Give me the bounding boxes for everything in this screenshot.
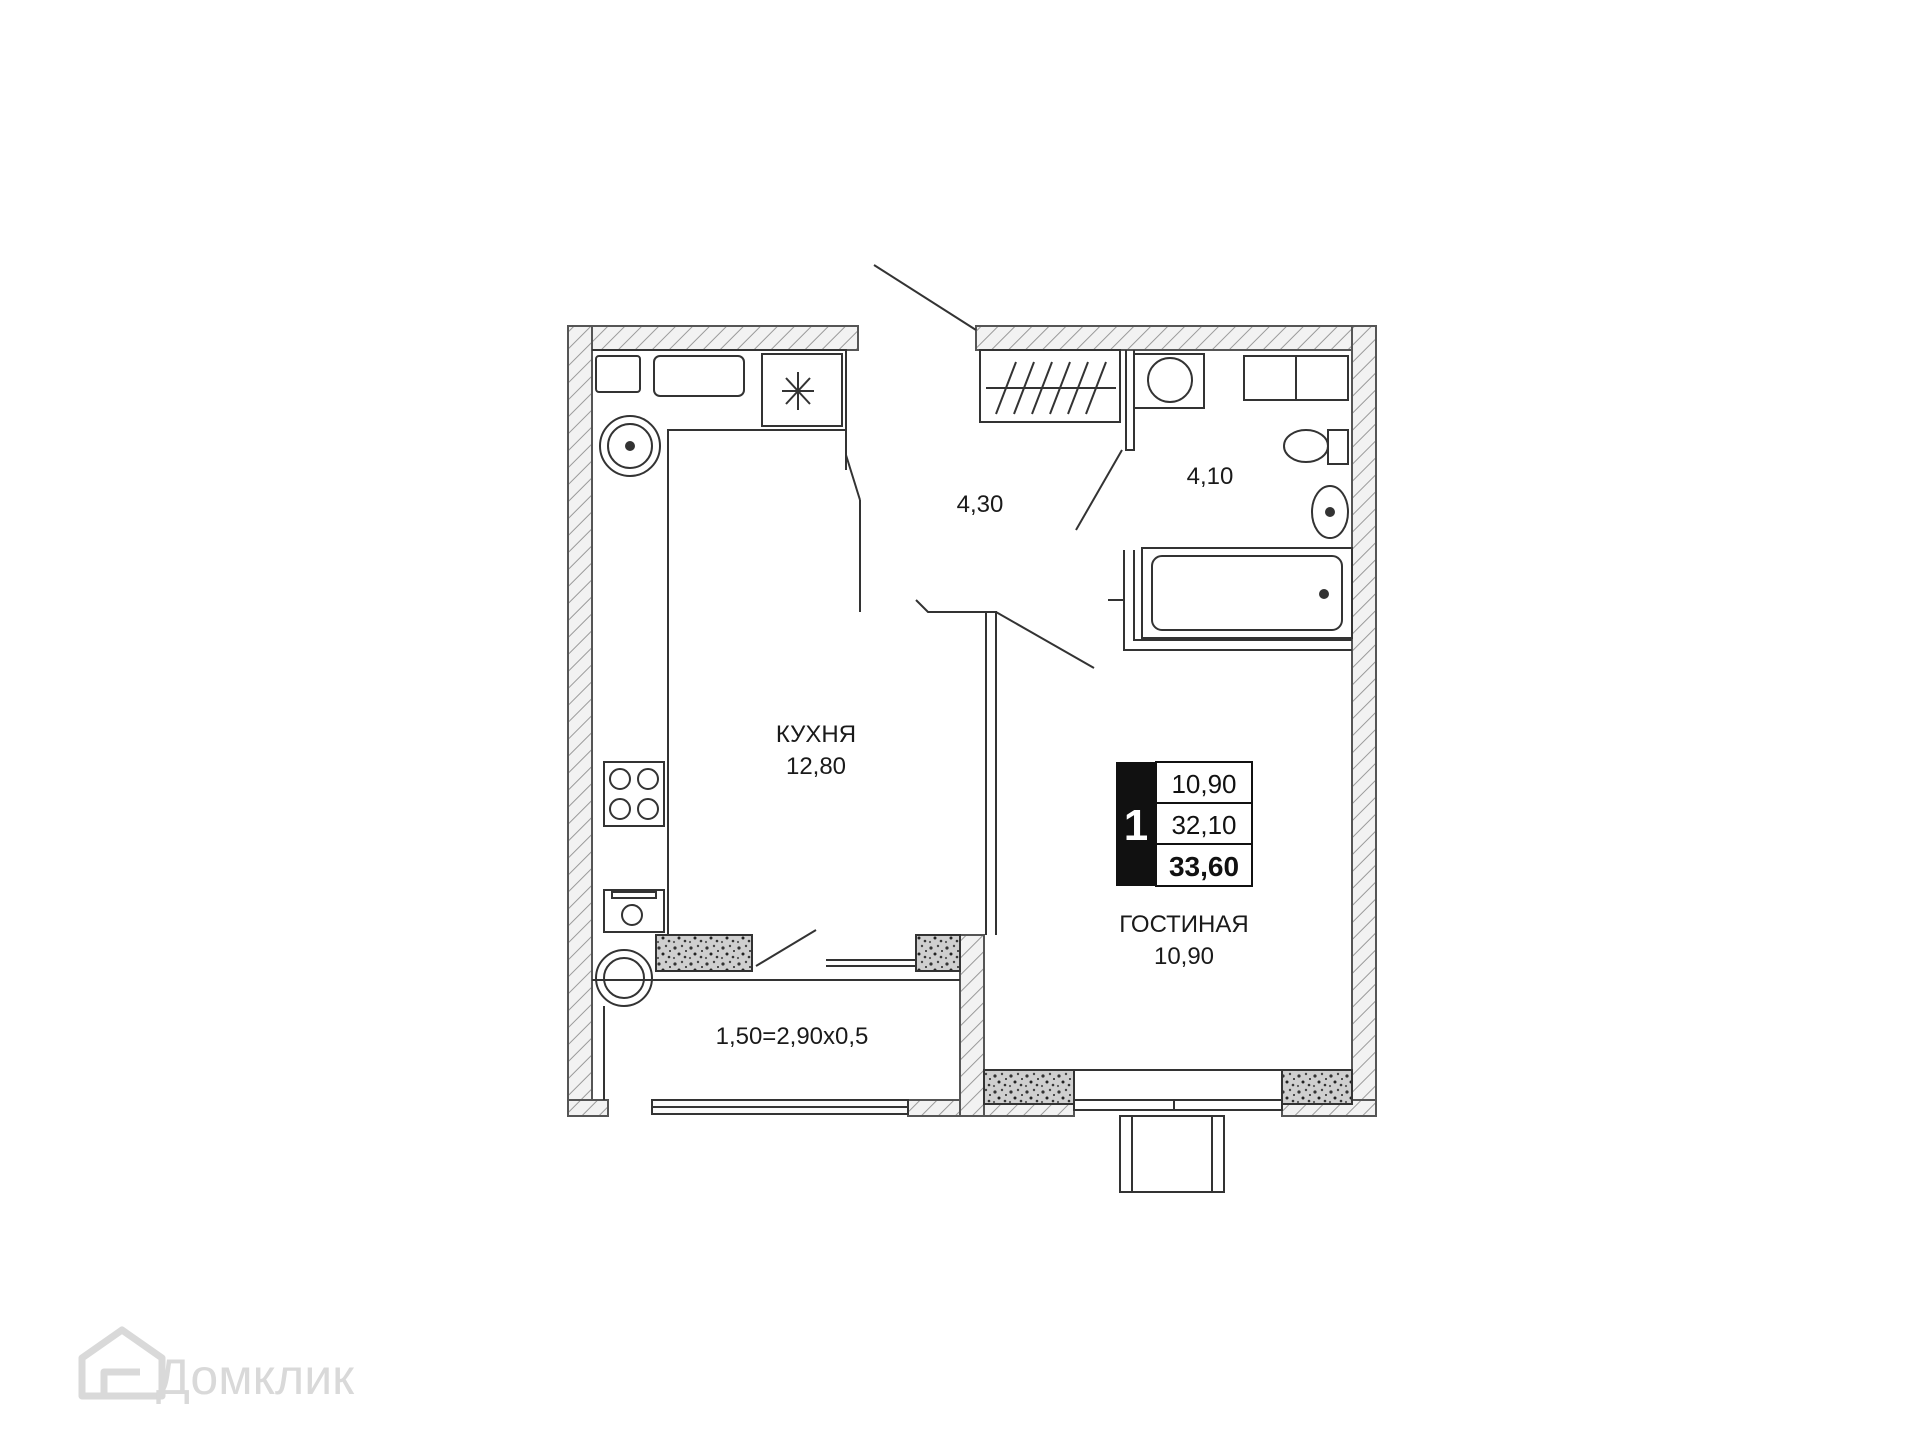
area-without-balcony-value: 32,10 [1171,810,1236,840]
rooms-count: 1 [1124,801,1148,850]
bathroom-fixtures [1108,353,1353,639]
bathroom-area: 4,10 [1187,463,1234,490]
living-name: ГОСТИНАЯ [1119,911,1248,938]
french-balcony [1119,1115,1225,1193]
watermark-brand: Домклик [156,1349,355,1405]
house-logo-icon [78,1326,166,1400]
interior-walls [592,349,1352,1100]
concrete-segments [655,934,1353,1105]
watermark: Домклик [78,1326,355,1405]
windows [651,1069,1283,1115]
kitchen-furniture [595,353,843,1007]
balcony-area: 1,50=2,90х0,5 [716,1023,869,1050]
wardrobe [979,349,1121,423]
hall-area: 4,30 [957,491,1004,518]
area-summary-badge: 1 10,90 32,10 33,60 [1116,761,1253,887]
door-swings [755,264,1123,967]
living-area-value: 10,90 [1171,769,1236,799]
outer-walls [567,325,1377,1117]
living-area: 10,90 [1154,943,1214,970]
kitchen-name: КУХНЯ [776,721,856,748]
kitchen-area: 12,80 [786,753,846,780]
total-area-value: 33,60 [1169,851,1239,882]
